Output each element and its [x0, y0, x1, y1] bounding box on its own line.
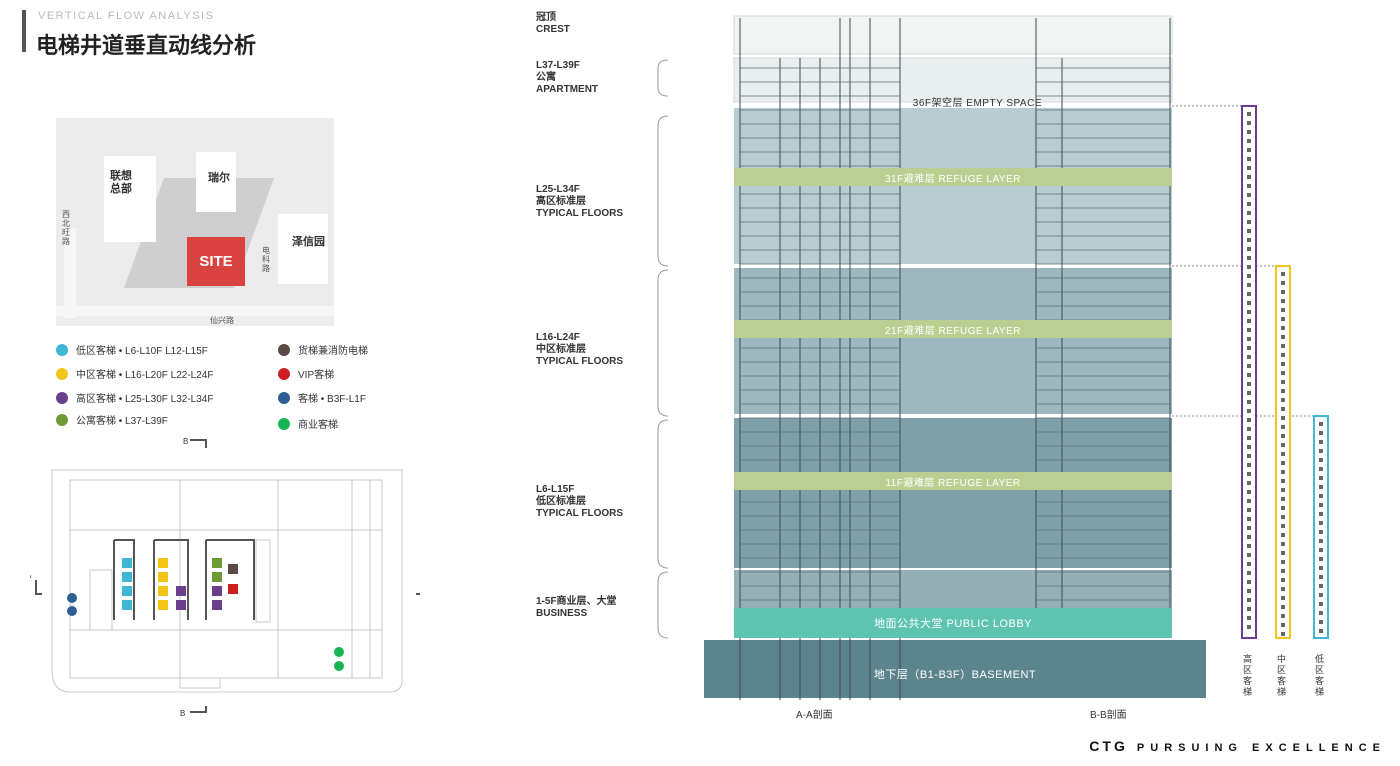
site-map: 联想总部 瑞尔 SITE 泽信园 西北旺路 电科路 仙兴路: [56, 118, 334, 326]
zone-braces: [657, 59, 669, 639]
legend-dot-high: [56, 391, 68, 404]
section-label-aa: A-A剖面: [796, 710, 833, 721]
legend-dot-commercial: [278, 417, 290, 430]
shaft-diagram: [1172, 105, 1329, 639]
floor-plan: B B A A: [30, 437, 420, 718]
legend-item-commercial: 商业客梯: [278, 416, 338, 431]
legend-dot-freight: [278, 343, 290, 356]
legend-item-mid: 中区客梯 • L16-L20F L22-L24F: [56, 366, 213, 381]
title-accent-bar: [22, 10, 26, 52]
shaft-label-low: 低区客梯: [1315, 654, 1325, 697]
legend-dot-low: [56, 343, 68, 356]
band-refuge-21f: 21F避难层 REFUGE LAYER: [734, 320, 1172, 338]
shaft-label-mid: 中区客梯: [1277, 654, 1287, 697]
band-refuge-11f: 11F避难层 REFUGE LAYER: [734, 472, 1172, 490]
page-subtitle: VERTICAL FLOW ANALYSIS: [38, 10, 215, 22]
band-empty-space: 36F架空层 EMPTY SPACE: [912, 97, 1042, 109]
band-basement: 地下层（B1-B3F）BASEMENT: [873, 669, 1037, 681]
legend-item-basement: 客梯 • B3F-L1F: [278, 390, 366, 405]
shaft-label-high: 高区客梯: [1243, 654, 1253, 697]
road-south: [56, 306, 334, 316]
site-marker: SITE: [187, 237, 245, 286]
plan-mark-b-bottom: B: [180, 709, 185, 718]
label-lenovo: 联想总部: [110, 170, 132, 195]
legend-item-freight: 货梯兼消防电梯: [278, 342, 368, 357]
page-title: 电梯井道垂直动线分析: [36, 33, 257, 58]
legend-item-vip: VIP客梯: [278, 366, 334, 381]
plan-mark-a-left: A: [30, 571, 32, 580]
label-zexin: 泽信园: [292, 236, 325, 248]
legend-dot-mid: [56, 367, 68, 380]
legend-dot-vip: [278, 367, 290, 380]
plan-mark-b-top: B: [183, 437, 188, 446]
road-label-mid: 电科路: [262, 246, 270, 273]
label-ruier: 瑞尔: [208, 172, 230, 184]
band-public-lobby: 地面公共大堂 PUBLIC LOBBY: [734, 608, 1172, 638]
road-west: [64, 228, 76, 318]
footer-brand: CTG PURSUING EXCELLENCE: [1089, 738, 1386, 754]
road-label-south: 仙兴路: [210, 316, 234, 325]
legend-item-apartment: 公寓客梯 • L37-L39F: [56, 412, 168, 427]
section-drawing: [704, 15, 1206, 700]
shaft-high: [1241, 105, 1257, 639]
legend-item-low: 低区客梯 • L6-L10F L12-L15F: [56, 342, 208, 357]
legend-dot-basement: [278, 391, 290, 404]
legend-dot-apartment: [56, 413, 68, 426]
section-label-bb: B-B剖面: [1090, 710, 1127, 721]
legend-item-high: 高区客梯 • L25-L30F L32-L34F: [56, 390, 213, 405]
shaft-low: [1313, 415, 1329, 639]
band-refuge-31f: 31F避难层 REFUGE LAYER: [734, 168, 1172, 186]
building-ruier: [196, 152, 236, 212]
road-label-west: 西北旺路: [62, 210, 70, 246]
building-lenovo: [104, 156, 156, 242]
plan-elevators: [67, 558, 344, 671]
building-zexin: [278, 214, 328, 284]
